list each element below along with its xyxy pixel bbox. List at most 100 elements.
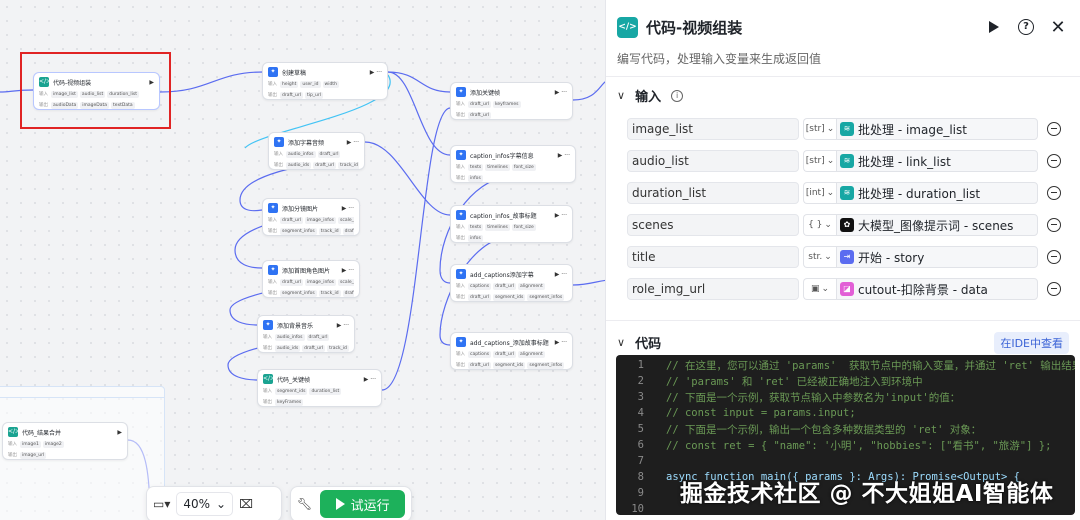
node-menu-icon[interactable]: ▶ ··· (554, 211, 567, 219)
node-add-captions-title[interactable]: ✦ add_captions_添加故事标题 ▶ ··· 输入 captions … (450, 332, 573, 370)
run-toolbar: 🔧︎ 试运行 (290, 486, 412, 520)
node-caption-title[interactable]: ✦ caption_infos_故事标题 ▶ ··· 输入 texts time… (450, 205, 573, 243)
close-button[interactable]: ✕ (1050, 16, 1066, 38)
input-source-select[interactable]: ⇥开始 - story (836, 246, 1038, 268)
input-section-header[interactable]: ∨ 输入 i (617, 86, 684, 105)
node-output-label: 输出 (456, 295, 465, 300)
chevron-down-icon: ⌄ (824, 252, 832, 262)
node-code-merge[interactable]: </> 代码_结果合并 ▶ 输入 image1 image2 输出 image_… (2, 422, 128, 460)
node-output-label: 输出 (456, 363, 465, 368)
node-menu-icon[interactable]: ▶ ··· (341, 266, 354, 274)
input-name-field[interactable]: role_img_url (627, 278, 799, 300)
input-type-select[interactable]: [str]⌄ (803, 118, 836, 140)
node-create-draft[interactable]: ✦ 创建草稿 ▶ ··· 输入 height user_id width 输出 … (262, 62, 388, 100)
input-source-select[interactable]: ≋批处理 - link_list (836, 150, 1038, 172)
node-add-role-image[interactable]: ✦ 添加首图角色图片 ▶ ··· 输入 draft_url image_info… (262, 260, 360, 298)
node-output-chip: track_id (338, 161, 359, 169)
node-menu-icon[interactable]: ▶ ··· (554, 270, 567, 278)
code-icon: </> (8, 427, 21, 437)
remove-input-icon[interactable] (1047, 282, 1061, 296)
input-type-select[interactable]: { }⌄ (803, 214, 836, 236)
panel-description[interactable]: 编写代码，处理输入变量来生成返回值 (617, 52, 822, 66)
input-name-field[interactable]: image_list (627, 118, 799, 140)
node-add-bgm[interactable]: ✦ 添加背景音乐 ▶ ··· 输入 audio_infos draft_url … (257, 315, 355, 353)
node-menu-icon[interactable]: ▶ ··· (363, 375, 376, 383)
code-icon: </> (263, 374, 276, 384)
node-add-captions[interactable]: ✦ add_captions添加字幕 ▶ ··· 输入 captions dra… (450, 264, 573, 302)
node-menu-icon[interactable]: ▶ ··· (369, 68, 382, 76)
node-add-images[interactable]: ✦ 添加分镜图片 ▶ ··· 输入 draft_url image_infos … (262, 198, 360, 236)
node-code-video[interactable]: </> 代码-视频组装 ▶ 输入 image_list audio_list d… (33, 72, 160, 110)
wrench-icon[interactable]: 🔧︎ (297, 497, 313, 511)
node-menu-icon[interactable]: ▶ ··· (346, 138, 359, 146)
node-input-chip: audio_infos (275, 333, 305, 341)
input-type-select[interactable]: ▣⌄ (803, 278, 836, 300)
info-icon[interactable]: i (671, 89, 684, 102)
node-input-label: 输入 (263, 335, 272, 340)
node-input-label: 输入 (39, 92, 48, 97)
play-icon[interactable]: ▶ (117, 428, 122, 436)
input-type-select[interactable]: [int]⌄ (803, 182, 836, 204)
workflow-canvas[interactable]: </> 代码-视频组装 ▶ 输入 image_list audio_list d… (0, 0, 605, 520)
node-output-chip: draft_url (342, 289, 354, 297)
code-node-icon: </> (617, 17, 638, 38)
node-title: 添加背景音乐 (277, 322, 314, 330)
node-output-label: 输出 (263, 346, 272, 351)
input-name-field[interactable]: title (627, 246, 799, 268)
input-name-field[interactable]: scenes (627, 214, 799, 236)
play-icon[interactable]: ▶ (149, 78, 154, 86)
minimap-icon[interactable]: ▭▾ (153, 497, 171, 511)
run-node-button[interactable] (985, 17, 1003, 37)
code-line: 2// 'params' 和 'ret' 已经被正确地注入到环境中 (616, 373, 1075, 389)
comment-icon[interactable]: ⌧ (239, 497, 253, 511)
input-name-field[interactable]: duration_list (627, 182, 799, 204)
node-menu-icon[interactable]: ▶ ··· (341, 204, 354, 212)
code-editor[interactable]: 1// 在这里，您可以通过 'params' 获取节点中的输入变量，并通过 'r… (616, 355, 1075, 515)
line-number: 3 (637, 391, 644, 403)
node-title: 添加分镜图片 (282, 205, 319, 213)
plugin-icon: ✦ (268, 265, 278, 275)
input-source-select[interactable]: ≋批处理 - duration_list (836, 182, 1038, 204)
node-input-chip: duration_list (107, 90, 140, 98)
edge (572, 81, 605, 101)
input-source-select[interactable]: ✿大模型_图像提示词 - scenes (836, 214, 1038, 236)
node-config-panel: </> 代码-视频组装 ? ✕ 编写代码，处理输入变量来生成返回值 ∨ 输入 i… (605, 0, 1080, 520)
input-source-select[interactable]: ◪cutout-扣除背景 - data (836, 278, 1038, 300)
zoom-select[interactable]: 40% ⌄ (176, 492, 234, 516)
node-add-audio[interactable]: ✦ 添加字幕音频 ▶ ··· 输入 audio_infos draft_url … (268, 132, 365, 170)
node-output-chip: track_id (318, 227, 341, 235)
input-type-select[interactable]: str.⌄ (803, 246, 836, 268)
node-output-chip: imageData (80, 101, 109, 109)
test-run-button[interactable]: 试运行 (320, 490, 405, 518)
node-output-chip: draft_url (342, 227, 354, 235)
remove-input-icon[interactable] (1047, 250, 1061, 264)
remove-input-icon[interactable] (1047, 122, 1061, 136)
node-output-chip: segment_ids (492, 293, 526, 301)
node-menu-icon[interactable]: ▶ ··· (557, 151, 570, 159)
node-add-keyframe[interactable]: ✦ 添加关键帧 ▶ ··· 输入 draft_url keyframes 输出 … (450, 82, 573, 120)
panel-title[interactable]: 代码-视频组装 (646, 19, 743, 37)
code-section-header[interactable]: ∨ 代码 (617, 333, 661, 352)
divider (606, 76, 1080, 77)
help-button[interactable]: ? (1017, 17, 1035, 37)
node-caption-info[interactable]: ✦ caption_infos字幕信息 ▶ ··· 输入 texts timel… (450, 145, 576, 183)
input-type-select[interactable]: [str]⌄ (803, 150, 836, 172)
input-name-field[interactable]: audio_list (627, 150, 799, 172)
node-menu-icon[interactable]: ▶ ··· (554, 338, 567, 346)
open-in-ide-button[interactable]: 在IDE中查看 (994, 332, 1069, 354)
node-menu-icon[interactable]: ▶ ··· (336, 321, 349, 329)
node-input-label: 输入 (268, 218, 277, 223)
node-input-label: 输入 (456, 102, 465, 107)
node-input-chip: audio_infos (286, 150, 316, 158)
node-code-keyframe[interactable]: </> 代码_关键帧 ▶ ··· 输入 segment_ids duration… (257, 369, 382, 407)
remove-input-icon[interactable] (1047, 186, 1061, 200)
input-source-select[interactable]: ≋批处理 - image_list (836, 118, 1038, 140)
node-output-chip: track_id (327, 344, 349, 352)
chevron-down-icon: ⌄ (821, 284, 830, 294)
node-output-chip: infos (468, 174, 483, 182)
remove-input-icon[interactable] (1047, 154, 1061, 168)
remove-input-icon[interactable] (1047, 218, 1061, 232)
input-row: image_list [str]⌄ ≋批处理 - image_list (627, 118, 1069, 140)
node-menu-icon[interactable]: ▶ ··· (554, 88, 567, 96)
node-output-label: 输出 (268, 291, 277, 296)
